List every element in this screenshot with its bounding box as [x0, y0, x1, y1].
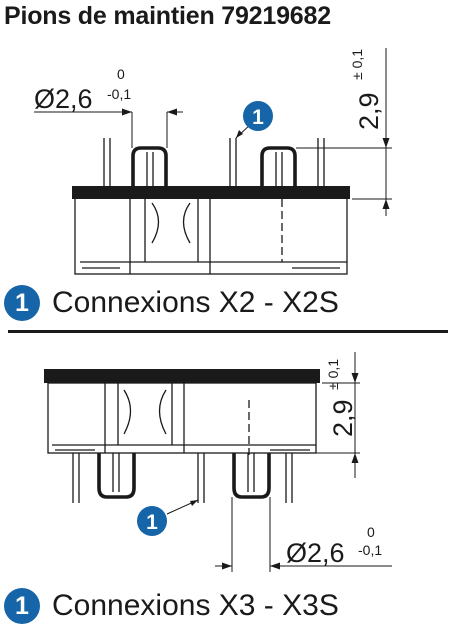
x2-diameter-tol-lower: -0,1: [107, 86, 131, 102]
x2-diameter-label: Ø2,6: [34, 84, 93, 114]
caption-x2-badge: 1: [4, 285, 40, 321]
x3-diameter-label: Ø2,6: [286, 538, 345, 568]
caption-x2: 1 Connexions X2 - X2S: [4, 285, 339, 321]
drawing-x2: 1 Ø2,6 0 -0,1 2,9 ± 0,1: [34, 48, 392, 275]
caption-x2-text: Connexions X2 - X2S: [52, 286, 339, 319]
svg-text:1: 1: [252, 106, 264, 129]
x3-diameter-tol-upper: 0: [367, 524, 375, 540]
x3-height-tol: ± 0,1: [325, 359, 341, 390]
page-title: Pions de maintien 79219682: [4, 2, 331, 30]
x2-height-tol: ± 0,1: [349, 49, 365, 80]
x2-peg-left: [131, 146, 168, 186]
x3-diameter-tol-lower: -0,1: [358, 542, 382, 558]
x3-peg-left: [97, 453, 136, 499]
x2-housing: [74, 195, 348, 275]
x3-top-plate: [44, 369, 320, 383]
x2-callout-badge: 1: [243, 101, 273, 131]
x3-height-label: 2,9: [328, 399, 358, 437]
x3-housing: [47, 382, 317, 454]
caption-x3: 1 Connexions X3 - X3S: [4, 588, 339, 624]
svg-text:1: 1: [146, 511, 158, 534]
x2-height-label: 2,9: [354, 92, 384, 130]
x3-callout-badge: 1: [137, 506, 167, 536]
x2-top-plate: [72, 186, 350, 199]
x2-peg-right: [260, 146, 297, 186]
caption-x3-text: Connexions X3 - X3S: [52, 589, 339, 622]
section-divider: [8, 330, 448, 333]
drawing-x3: 1 Ø2,6 0 -0,1 2,9 ± 0,1: [44, 352, 392, 572]
x2-diameter-tol-upper: 0: [117, 66, 125, 82]
x3-peg-right: [232, 453, 271, 499]
caption-x3-badge: 1: [4, 588, 40, 624]
